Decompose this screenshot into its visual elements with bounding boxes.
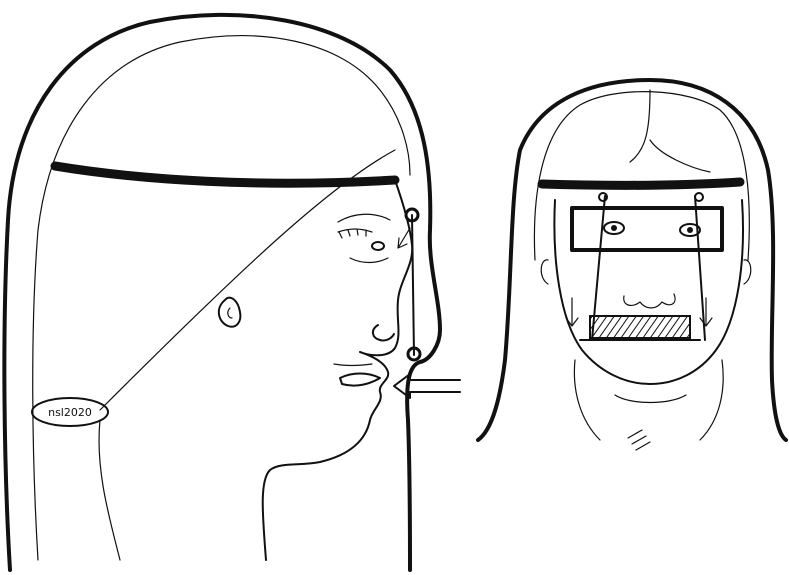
side-mouth-line [334,364,372,366]
signature-text: nsl2020 [48,406,92,419]
side-profile-figure: nsl2020 [4,15,460,570]
front-mouth-guard [590,316,690,338]
side-ear-inner [228,308,232,318]
front-hair-part [630,90,710,172]
side-large-arrow [394,374,460,398]
side-eye [372,242,384,250]
side-strap-lower [99,420,120,560]
front-hair-outline [478,80,786,440]
side-eyelashes [338,229,372,238]
front-view-figure [478,80,786,450]
side-front-rod [412,215,414,355]
front-chin-line [615,395,686,403]
front-face-outline [554,200,743,384]
front-rod-top-right [695,193,703,201]
side-inner-hair [33,36,410,560]
front-pupil-left [611,225,617,231]
front-ear-right [744,260,751,284]
signature-clip: nsl2020 [32,398,108,426]
front-inner-head [534,92,749,260]
front-throat-marks [628,430,650,450]
side-hair-outline [4,15,440,570]
side-strap-upper [100,150,395,410]
front-neck-left [574,360,600,440]
side-nose-nostril [373,325,394,341]
side-headband [55,166,395,183]
side-eyebrow [338,214,390,222]
side-ear [219,298,241,327]
front-neck-right [700,360,723,440]
side-lips [340,374,380,386]
front-headband [542,182,740,185]
side-face-profile [263,180,412,560]
front-pupil-right [687,227,693,233]
side-eye-lower [350,258,388,263]
front-ear-left [541,260,548,284]
front-nose [624,294,675,308]
side-small-arrow [398,228,410,248]
